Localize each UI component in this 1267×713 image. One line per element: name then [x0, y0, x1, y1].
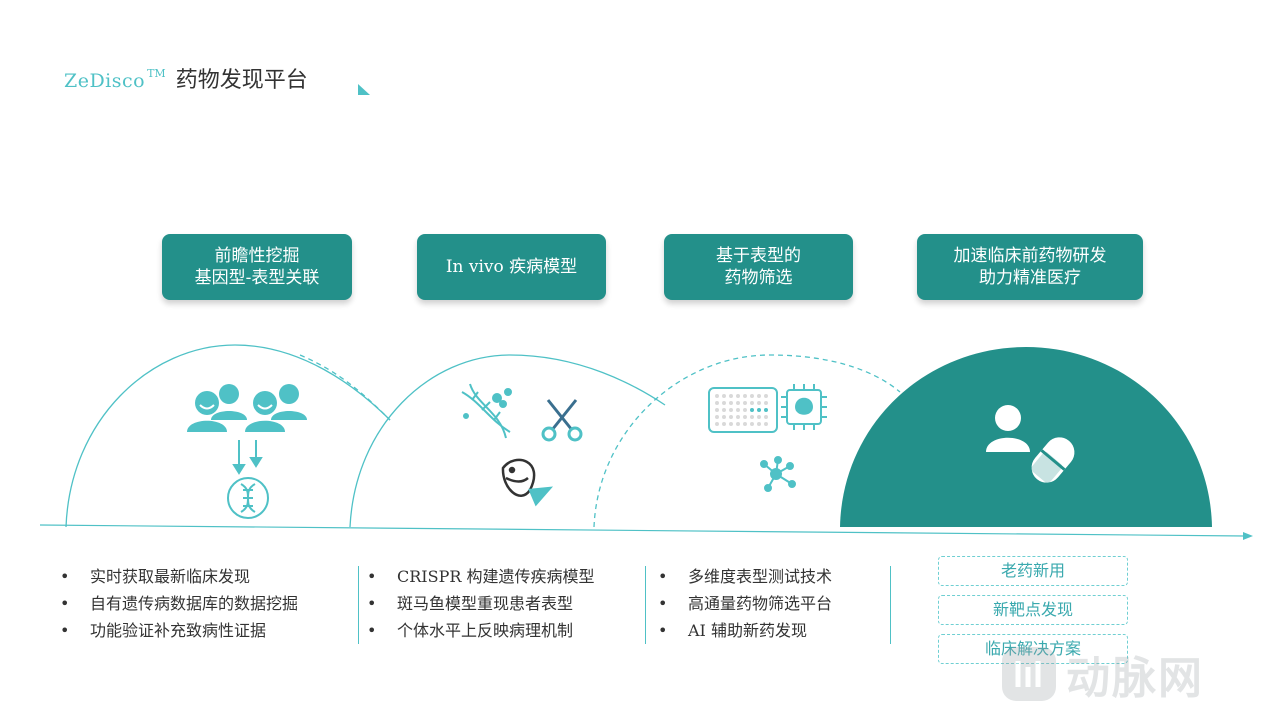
- feature-list-2: CRISPR 构建遗传疾病模型 斑马鱼模型重现患者表型 个体水平上反映病理机制: [367, 563, 594, 644]
- stage-1-line-2: 基因型-表型关联: [194, 268, 320, 288]
- arc-4-filled: [840, 347, 1212, 527]
- watermark: 动脉网: [1000, 642, 1204, 706]
- outcome-box-2: 新靶点发现: [938, 595, 1128, 625]
- title-text: 药物发现平台: [175, 68, 308, 93]
- list-item: 高通量药物筛选平台: [658, 590, 832, 617]
- brand-name: ZeDisco: [64, 70, 146, 92]
- stage-box-1: 前瞻性挖掘 基因型-表型关联: [162, 234, 352, 300]
- stage-4-line-2: 助力精准医疗: [979, 268, 1081, 288]
- stage-4-line-1: 加速临床前药物研发: [953, 246, 1107, 266]
- outcome-box-3: 临床解决方案: [938, 634, 1128, 664]
- trademark: TM: [147, 67, 166, 80]
- stage-3-line-1: 基于表型的: [716, 246, 801, 266]
- stage-1-line-1: 前瞻性挖掘: [214, 246, 300, 266]
- list-item: CRISPR 构建遗传疾病模型: [367, 563, 594, 590]
- chip-brain-icon: [781, 384, 827, 430]
- stage-box-3: 基于表型的 药物筛选: [664, 234, 853, 300]
- stage-2-line-1: In vivo 疾病模型: [445, 257, 578, 277]
- stage-3-line-2: 药物筛选: [724, 268, 793, 288]
- people-icon: [187, 384, 307, 432]
- divider-1: [358, 566, 359, 644]
- axis-arrowhead: [1243, 532, 1253, 540]
- list-item: 实时获取最新临床发现: [60, 563, 298, 590]
- arc-3-dashed: [593, 354, 901, 528]
- list-item: 多维度表型测试技术: [658, 563, 832, 590]
- list-item: 斑马鱼模型重现患者表型: [367, 590, 594, 617]
- list-item: AI 辅助新药发现: [658, 617, 832, 644]
- corner-triangle-icon: [358, 84, 370, 95]
- arrows-down-icon: [232, 440, 263, 475]
- timeline-axis: [39, 524, 1246, 537]
- list-item: 功能验证补充致病性证据: [60, 617, 298, 644]
- stage-box-2: In vivo 疾病模型: [417, 234, 606, 300]
- arc-2: [349, 354, 666, 528]
- dna-helix-icon: [461, 383, 512, 439]
- divider-3: [890, 566, 891, 644]
- watermark-logo-icon: [1002, 647, 1056, 701]
- well-plate-icon: [708, 387, 778, 433]
- arc-1-dashed: [299, 354, 391, 421]
- watermark-text: 动脉网: [1066, 653, 1204, 704]
- scissors-icon: [541, 399, 583, 442]
- outcome-box-1: 老药新用: [938, 556, 1128, 586]
- feature-list-1: 实时获取最新临床发现 自有遗传病数据库的数据挖掘 功能验证补充致病性证据: [60, 563, 298, 644]
- divider-2: [645, 566, 646, 644]
- feature-list-3: 多维度表型测试技术 高通量药物筛选平台 AI 辅助新药发现: [658, 563, 832, 644]
- person-pill-icon: [986, 405, 1075, 484]
- molecule-icon: [760, 456, 796, 492]
- list-item: 自有遗传病数据库的数据挖掘: [60, 590, 298, 617]
- fish-icon: [501, 458, 554, 507]
- stage-box-4: 加速临床前药物研发 助力精准医疗: [917, 234, 1143, 300]
- list-item: 个体水平上反映病理机制: [367, 617, 594, 644]
- page-title: ZeDisco TM 药物发现平台: [64, 62, 308, 94]
- dna-icon: [227, 477, 269, 519]
- arc-1: [65, 344, 391, 528]
